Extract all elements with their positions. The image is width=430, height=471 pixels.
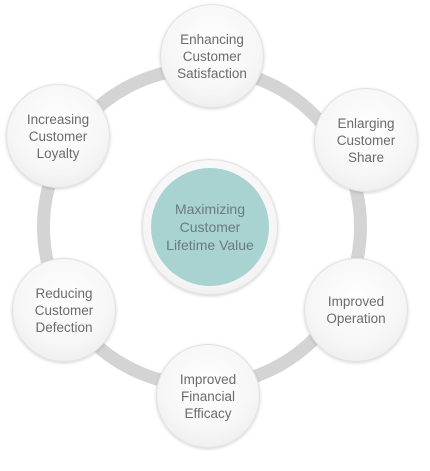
node-reducing-customer-defection: Reducing Customer Defection [12,258,116,362]
node-label: Increasing Customer Loyalty [26,111,90,161]
node-improved-operation: Improved Operation [304,258,408,362]
node-label: Improved Operation [326,294,386,326]
node-enhancing-customer-satisfaction: Enhancing Customer Satisfaction [160,4,264,108]
center-circle-core: Maximizing Customer Lifetime Value [151,168,269,286]
node-label: Enhancing Customer Satisfaction [177,31,247,81]
node-label: Enlarging Customer Share [336,115,396,165]
center-label: Maximizing Customer Lifetime Value [166,201,254,253]
node-improved-financial-efficacy: Improved Financial Efficacy [156,344,260,448]
node-increasing-customer-loyalty: Increasing Customer Loyalty [6,84,110,188]
center-circle: Maximizing Customer Lifetime Value [142,159,278,295]
node-enlarging-customer-share: Enlarging Customer Share [314,88,418,192]
node-label: Reducing Customer Defection [34,285,94,335]
node-label: Improved Financial Efficacy [179,371,237,421]
